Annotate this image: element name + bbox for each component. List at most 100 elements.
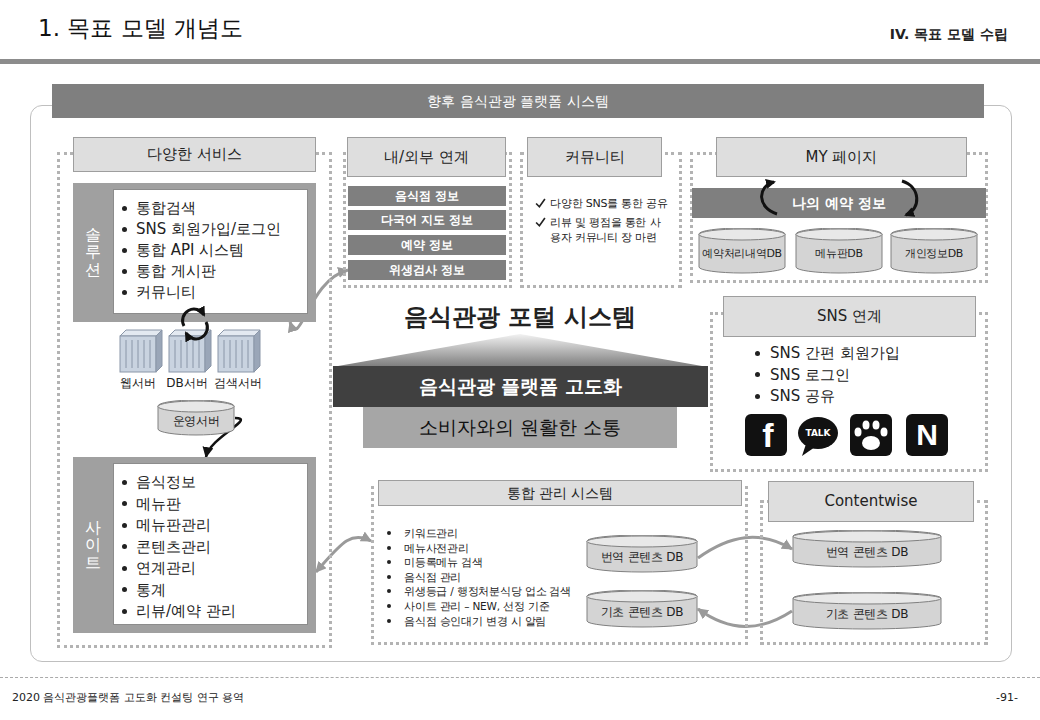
cylinder-top [587,536,697,547]
label-bar: 나의 예약 정보 [692,188,986,218]
list-item: 사이트 관리 – NEW, 선정 기준 [404,599,582,613]
cylinder-text: 예약처리내역DB [698,234,786,274]
database-cylinder: 기초 콘텐츠 DB [586,590,698,628]
list-item: 통합 API 시스템 [136,240,306,260]
footer-rule [0,677,1040,678]
list-panel: 사이트음식정보메뉴판메뉴판관리콘텐츠관리연계관리통계리뷰/예약 관리 [73,457,316,633]
bullet-dot [122,523,127,528]
list-item: SNS 간편 회원가입 [770,343,970,363]
database-cylinder: 개인정보DB [890,228,978,274]
bullet-dot [122,248,127,253]
database-cylinder: 번역 콘텐츠 DB [586,535,698,573]
list-item: 콘텐츠관리 [136,537,306,557]
cylinder-body [793,592,941,629]
bar-text: 예약 정보 [348,235,506,255]
outer-frame: 향후 음식관광 플랫폼 시스템다양한 서비스솔루션통합검색SNS 회원가입/로그… [30,105,1012,662]
list-item: 통합검색 [136,198,306,218]
list-item: 다양한 SNS를 통한 공유 [550,196,670,211]
bullet-dot [122,227,127,232]
list-item: 메뉴판 [136,494,306,514]
bullet-dot [122,480,127,485]
bullet-dot [387,604,391,608]
connector [698,537,792,558]
cylinder-body [891,228,977,273]
dashed-group: SNS 연계SNS 간편 회원가입SNS 로그인SNS 공유 [710,312,988,472]
bullet-dot [122,544,127,549]
database-cylinder: 운영서버 [157,400,235,436]
server-top [120,330,162,336]
label-bar: 음식점 정보 [348,186,506,206]
cylinder-text: 기초 콘텐츠 DB [586,596,698,628]
paw-toe [873,421,880,430]
check-mark [535,198,546,209]
bar-text: 위생검사 정보 [348,260,506,280]
text-label: IV. 목표 모델 수립 [890,24,1008,44]
check-stroke [536,218,545,226]
cylinder-top [793,531,941,542]
label-bar: 소비자와의 원활한 소통 [363,407,677,448]
list-item: 리뷰 및 평점을 통한 사용자 커뮤니티 장 마련 [550,215,670,245]
cylinder-top [158,401,234,412]
group-header: Contentwise [768,481,974,522]
dashed-group: MY 페이지나의 예약 정보예약처리내역DB메뉴판DB개인정보DB [690,152,988,283]
cylinder-top [891,229,977,240]
cylinder-body [699,228,785,273]
header-rule [0,59,1040,64]
group-header: 커뮤니티 [527,137,662,177]
bullet-dot [387,575,391,579]
server-lines [175,340,199,368]
talk-tail [802,444,815,456]
label-bar: 예약 정보 [348,235,506,255]
list-item: 통계 [136,580,306,600]
list-item: 키워드관리 [404,526,582,540]
list-item: 음식점 승인대기 변경 시 알림 [404,614,582,628]
dashed-group: 통합 관리 시스템키워드관리메뉴사전관리미등록메뉴 검색음식점 관리위생등급 /… [371,486,748,645]
sns-icons [745,414,948,456]
bar-text: 소비자와의 원활한 소통 [363,407,677,448]
list-item: SNS 회원가입/로그인 [136,219,306,239]
text-label: -91- [996,690,1018,706]
paw-toe [863,421,870,430]
list-item: 위생등급 / 행정처분식당 업소 검색 [404,584,582,598]
server-top [169,330,211,336]
list-item: 통합 게시판 [136,261,306,281]
paw-pad [862,436,880,450]
cylinder-body [796,228,882,273]
text-label: 웹서버 [120,375,156,391]
cylinder-text: 개인정보DB [890,234,978,274]
up-triangle [338,334,702,366]
dashed-group: 커뮤니티다양한 SNS를 통한 공유리뷰 및 평점을 통한 사용자 커뮤니티 장… [520,152,682,288]
list-item: SNS 로그인 [770,365,970,385]
title-band: 향후 음식관광 플랫폼 시스템 [52,84,984,118]
bullet-dot [387,531,391,535]
list-item: SNS 공유 [770,386,970,406]
list-item: 커뮤니티 [136,282,306,302]
server-lines [126,340,150,368]
cylinder-top [793,593,941,604]
cylinder-text: 기초 콘텐츠 DB [792,598,942,630]
dashed-group: 다양한 서비스솔루션통합검색SNS 회원가입/로그인통합 API 시스템통합 게… [57,152,332,648]
server-side [205,330,211,372]
text-label: 2020 음식관광플랫폼 고도화 컨설팅 연구 용역 [12,690,244,706]
text-label: f [762,415,773,455]
database-cylinder: 기초 콘텐츠 DB [792,592,942,630]
cylinder-top [587,591,697,602]
database-cylinder: 번역 콘텐츠 DB [792,530,942,568]
database-cylinder: 메뉴판DB [795,228,883,274]
label-bar: 음식관광 플랫폼 고도화 [333,366,708,407]
list-item: 리뷰/예약 관리 [136,601,306,621]
talk-bubble [798,417,838,449]
dashed-group: Contentwise번역 콘텐츠 DB기초 콘텐츠 DB [760,500,988,645]
list-item: 메뉴사전관리 [404,541,582,555]
database-cylinder: 예약처리내역DB [698,228,786,274]
bullet-dot [122,587,127,592]
server-top [218,330,260,336]
page-title: 1. 목표 모델 개념도 [38,12,243,44]
bullet-dot [387,589,391,593]
cylinder-body [587,590,697,627]
bullet-dot [755,351,760,356]
group-header: 통합 관리 시스템 [378,480,742,506]
paw-toe [855,428,862,437]
group-header: 내/외부 연계 [347,137,506,177]
